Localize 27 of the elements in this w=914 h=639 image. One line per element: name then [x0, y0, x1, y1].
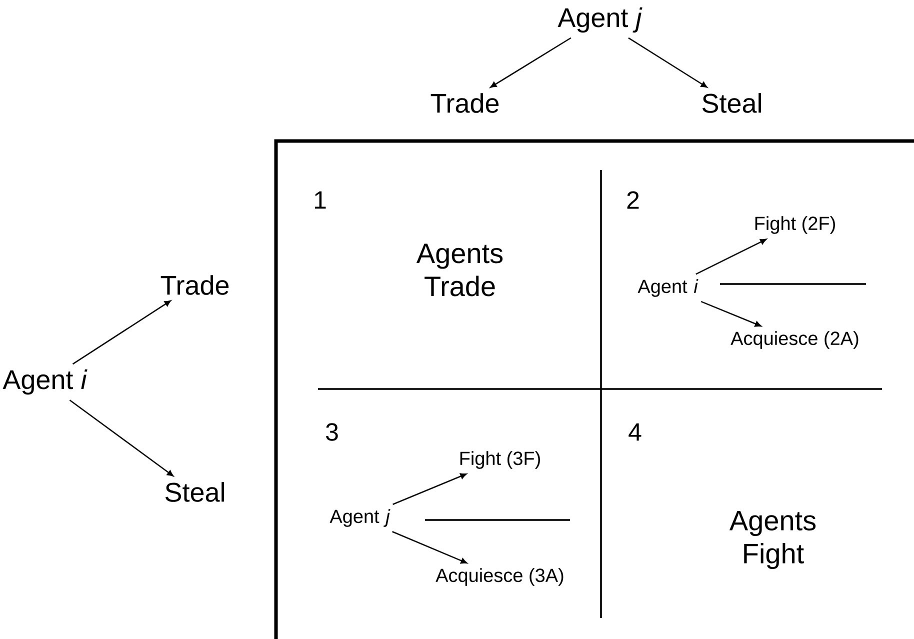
choice-label: Trade — [430, 93, 499, 113]
agent-label: Agent i — [638, 279, 698, 297]
choice-label: Fight (3F) — [460, 451, 540, 469]
choice-label: Acquiesce (2A) — [730, 331, 858, 349]
outcome-label: Agents Fight — [729, 510, 816, 570]
matrix-frame — [274, 139, 914, 639]
choice-label: Trade — [160, 275, 229, 295]
arrow — [696, 238, 767, 275]
arrow — [72, 300, 171, 365]
choice-label: Acquiesce (3A) — [436, 568, 564, 586]
agent-label: Agent j — [330, 509, 390, 527]
arrow — [69, 400, 174, 476]
cell-number: 4 — [628, 423, 642, 441]
arrow — [628, 37, 708, 88]
cell-number: 1 — [314, 191, 326, 209]
outcome-label: Agents Trade — [416, 244, 503, 296]
arrow — [392, 473, 467, 506]
arrow — [392, 531, 468, 564]
choice-label: Fight (2F) — [755, 216, 835, 234]
agent-label: Agent j — [558, 7, 642, 33]
agent-label: Agent i — [2, 369, 88, 395]
choice-label: Steal — [165, 482, 224, 502]
cell-number: 3 — [326, 423, 338, 441]
arrow — [700, 300, 762, 327]
cell-number: 2 — [627, 191, 639, 209]
arrow — [490, 37, 572, 88]
choice-label: Steal — [702, 93, 761, 113]
